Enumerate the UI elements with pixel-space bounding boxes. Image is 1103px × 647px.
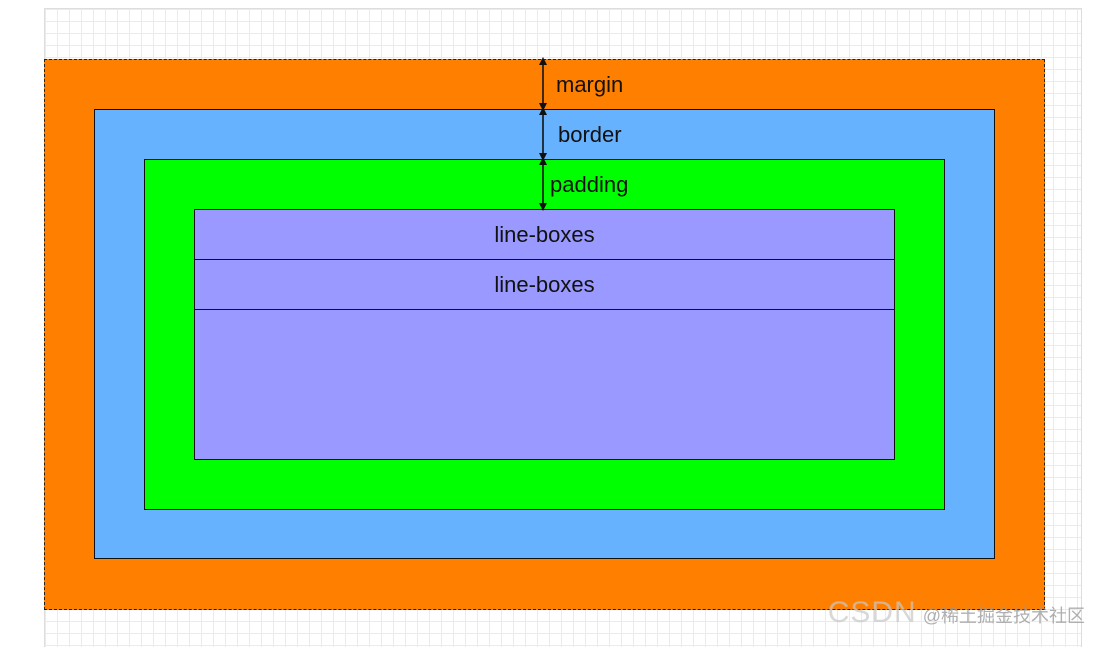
- line-box-label: line-boxes: [494, 271, 595, 297]
- line-box-label: line-boxes: [494, 221, 595, 247]
- border-label: border: [558, 122, 622, 147]
- watermark: CSDN@稀土掘金技术社区: [828, 596, 1085, 630]
- padding-label: padding: [550, 172, 629, 197]
- line-box-1: line-boxes: [194, 209, 895, 260]
- content-box: [194, 209, 895, 460]
- line-box-2: line-boxes: [194, 259, 895, 310]
- margin-label: margin: [556, 72, 624, 97]
- watermark-brand: CSDN: [827, 596, 917, 629]
- watermark-text: @稀土掘金技术社区: [922, 606, 1085, 626]
